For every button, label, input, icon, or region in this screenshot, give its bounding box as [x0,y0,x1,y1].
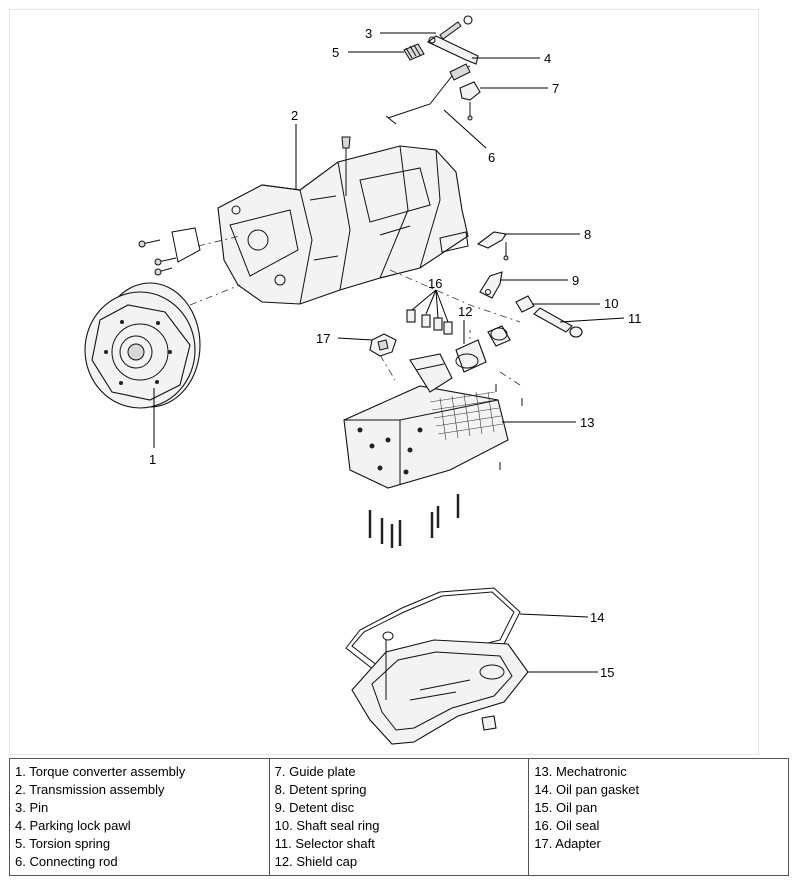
pin [439,21,462,40]
legend-item: 15. Oil pan [534,800,598,815]
shield-cap [455,325,511,373]
exploded-view-diagram: 1 2 3 4 5 6 7 8 9 10 11 12 13 14 15 16 1… [84,15,642,745]
callout-6: 6 [488,150,495,165]
legend-item: 12. Shield cap [274,854,358,869]
callout-7: 7 [552,81,559,96]
leader-lines [153,32,625,673]
transmission-assembly [217,136,469,305]
legend-item: 7. Guide plate [274,764,356,779]
legend-item: 8. Detent spring [274,782,367,797]
legend-item: 13. Mechatronic [534,764,627,779]
callout-14: 14 [590,610,604,625]
legend-item: 10. Shaft seal ring [274,818,380,833]
callout-labels: 1 2 3 4 5 6 7 8 9 10 11 12 13 14 15 16 1… [149,26,642,680]
shaft-seal-ring [515,295,535,313]
callout-10: 10 [604,296,618,311]
adapter [369,333,397,357]
legend-item: 6. Connecting rod [15,854,118,869]
legend-item: 4. Parking lock pawl [15,818,131,833]
legend-item: 16. Oil seal [534,818,600,833]
mechatronic-bolts [368,494,460,548]
torsion-spring [403,43,425,61]
small-nut [463,15,473,25]
callout-9: 9 [572,273,579,288]
oil-pan [351,631,529,745]
connecting-rod [385,63,471,125]
selector-shaft [533,307,573,333]
legend-item: 9. Detent disc [274,800,355,815]
callout-16: 16 [428,276,442,291]
detent-disc [479,271,503,299]
legend-column-3: 13. Mechatronic 14. Oil pan gasket 15. O… [528,758,789,876]
legend-item: 11. Selector shaft [274,836,375,851]
legend-item: 1. Torque converter assembly [15,764,186,779]
mechatronic [343,353,523,489]
legend-column-1: 1. Torque converter assembly 2. Transmis… [9,758,270,876]
detent-spring [476,231,509,261]
legend-item: 17. Adapter [534,836,601,851]
callout-11: 11 [628,311,642,326]
callout-8: 8 [584,227,591,242]
legend-item: 3. Pin [15,800,49,815]
legend-item: 14. Oil pan gasket [534,782,640,797]
callout-5: 5 [332,45,339,60]
callout-3: 3 [365,26,372,41]
callout-1: 1 [149,452,156,467]
parts-legend-table: 1. Torque converter assembly 2. Transmis… [9,758,789,876]
guide-plate [459,81,481,121]
legend-item: 2. Transmission assembly [15,782,165,797]
callout-17: 17 [316,331,330,346]
legend-column-2: 7. Guide plate 8. Detent spring 9. Deten… [268,758,530,876]
oil-seals [406,309,453,335]
torque-converter-assembly [84,282,201,409]
seal-washer [569,326,583,338]
mounting-bracket [138,227,201,276]
callout-4: 4 [544,51,551,66]
callout-13: 13 [580,415,594,430]
callout-15: 15 [600,665,614,680]
callout-2: 2 [291,108,298,123]
callout-12: 12 [458,304,472,319]
legend-item: 5. Torsion spring [15,836,111,851]
parking-lock-pawl [426,35,479,65]
